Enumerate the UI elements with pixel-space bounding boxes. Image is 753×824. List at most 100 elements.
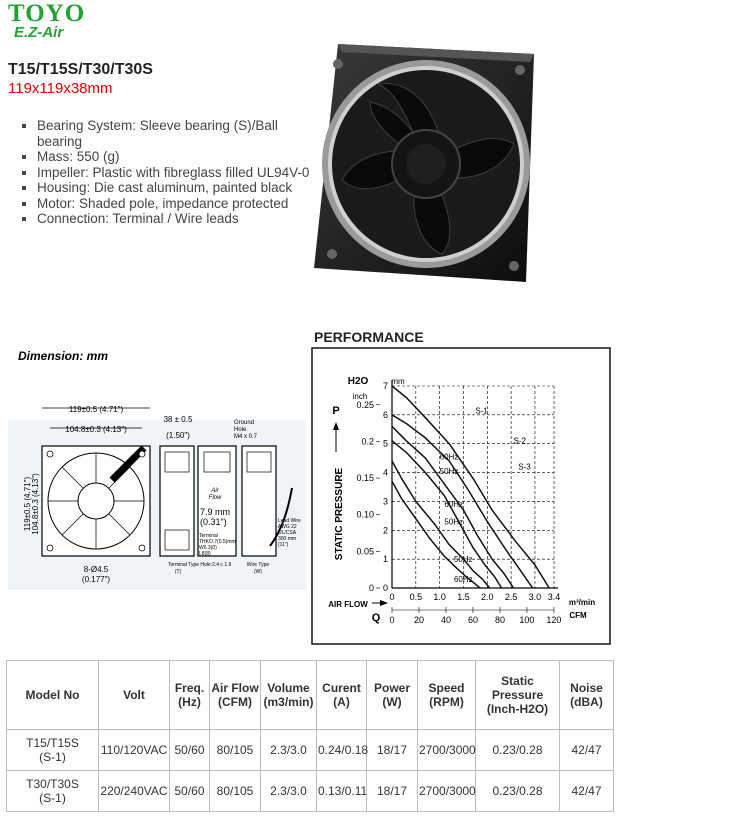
- cfm-tick-label: 120: [546, 615, 561, 625]
- dim-width-inner: 104.8±0.3 (4.13"): [65, 425, 127, 434]
- y-axis-label: STATIC PRESSURE: [334, 467, 345, 560]
- series-line: [391, 440, 503, 589]
- y-mm-tick-label: 5: [383, 439, 388, 449]
- chart-annotation: 50Hz: [454, 555, 473, 564]
- table-cell: 110/120VAC: [98, 729, 170, 771]
- y-inch-tick-label: 0: [369, 583, 374, 593]
- lead-wire-3: UL/CSA: [278, 530, 297, 536]
- y-inch-tick-label: 0.05: [356, 546, 374, 556]
- series-line: [391, 460, 491, 589]
- chart-annotation: 50Hz: [440, 467, 459, 476]
- table-cell: 2700/3000: [417, 770, 476, 812]
- x-tick-label: 1.0: [433, 592, 446, 602]
- product-size: 119x119x38mm: [8, 80, 113, 97]
- header-current: Curent(A): [316, 660, 367, 730]
- lead-wire-5: (11"): [278, 542, 289, 548]
- table-cell: 80/105: [209, 729, 261, 771]
- performance-chart: PERFORMANCE H2O mm inch P STATIC PRESSUR…: [311, 329, 611, 645]
- header-volume: Volume(m3/min): [260, 660, 317, 730]
- ground-hole-3: M4 x 0.7: [234, 434, 258, 440]
- y-unit-top: H2O: [348, 376, 369, 387]
- table-cell: 18/17: [366, 770, 418, 812]
- dim-depth: 38 ± 0.5: [164, 415, 193, 424]
- y-inch-tick-label: 0.15: [356, 473, 374, 483]
- dim-width-outer: 119±0.5 (4.71"): [69, 405, 124, 414]
- series-line: [391, 425, 515, 589]
- cfm-tick-label: 80: [495, 615, 505, 625]
- terminal-spec-2: THKO.7(0.5)mm: [199, 539, 236, 545]
- y-unit-inch: inch: [353, 392, 368, 401]
- dim-depth-in: (1.50"): [166, 431, 190, 440]
- lead-wire-4: 300 mm: [278, 536, 296, 542]
- terminal-spec-4: L8(8): [199, 551, 211, 557]
- table-cell: 0.24/0.18: [316, 729, 368, 771]
- series-line: [391, 480, 481, 589]
- table-cell: 50/60: [169, 770, 210, 812]
- terminal-type-code: (T): [175, 569, 182, 575]
- lead-wire-1: Lead Wire: [278, 518, 301, 524]
- header-freq: Freq.(Hz): [169, 660, 210, 730]
- table-cell: T30/T30S(S-1): [6, 770, 99, 812]
- brand-logo: TOYO E.Z-Air: [8, 0, 100, 41]
- table-row: T30/T30S(S-1) 220/240VAC 50/60 80/105 2.…: [6, 770, 614, 812]
- table-header-row: Model No Volt Freq.(Hz) Air Flow(CFM) Vo…: [6, 660, 614, 730]
- table-cell: 80/105: [209, 770, 261, 812]
- series-line: [391, 414, 534, 589]
- series-line: [391, 385, 550, 589]
- brand-line: E.Z-Air: [14, 24, 64, 41]
- chart-annotation: 50Hz: [444, 518, 463, 527]
- terminal-spec-3: W6.3(0): [199, 545, 217, 551]
- y-inch-tick-label: 0.25: [356, 400, 374, 410]
- x-tick-label: 2.0: [481, 592, 494, 602]
- spec-item: Bearing System: Sleeve bearing (S)/Ball …: [22, 118, 312, 149]
- table-cell: 2.3/3.0: [260, 770, 317, 812]
- y-mm-tick-label: 1: [383, 554, 388, 564]
- x-unit-cfm: CFM: [569, 611, 587, 620]
- dim-holes-in: (0.177"): [82, 575, 111, 584]
- spec-item: Mass: 550 (g): [22, 149, 312, 165]
- cfm-tick-label: 60: [468, 615, 478, 625]
- table-cell: 42/47: [559, 729, 614, 771]
- y-mm-tick-label: 4: [383, 468, 388, 478]
- table-cell: T15/T15S(S-1): [6, 729, 99, 771]
- terminal-type: Terminal Type Hole:2.4 c 1.9: [168, 562, 231, 568]
- chart-annotation: S-1: [475, 406, 488, 415]
- air-flow-1: Air: [210, 488, 219, 494]
- y-mm-tick-label: 6: [383, 410, 388, 420]
- header-speed: Speed(RPM): [417, 660, 476, 730]
- air-flow-2: Flow: [209, 495, 222, 501]
- spec-item: Connection: Terminal / Wire leads: [22, 211, 312, 227]
- spec-table: Model No Volt Freq.(Hz) Air Flow(CFM) Vo…: [6, 660, 614, 812]
- cfm-tick-label: 20: [414, 615, 424, 625]
- ground-hole-2: Hole: [234, 427, 247, 433]
- table-cell: 50/60: [169, 729, 210, 771]
- table-cell: 18/17: [366, 729, 418, 771]
- header-power: Power(W): [366, 660, 418, 730]
- dimension-heading: Dimension: mm: [18, 349, 108, 363]
- y-unit-mm: mm: [391, 377, 405, 386]
- y-inch-tick-label: 0.10: [356, 510, 374, 520]
- chart-title: PERFORMANCE: [314, 329, 424, 345]
- wire-type: Wire Type: [247, 562, 270, 568]
- table-cell: 42/47: [559, 770, 614, 812]
- spec-item: Impeller: Plastic with fibreglass filled…: [22, 165, 312, 181]
- x-tick-label: 0: [389, 592, 394, 602]
- header-airflow: Air Flow(CFM): [209, 660, 261, 730]
- chart-annotation: 60Hz: [454, 575, 473, 584]
- table-row: T15/T15S(S-1) 110/120VAC 50/60 80/105 2.…: [6, 729, 614, 771]
- cfm-tick-label: 0: [389, 615, 394, 625]
- table-cell: 0.13/0.11: [316, 770, 367, 812]
- table-cell: 0.23/0.28: [475, 729, 560, 771]
- y-symbol: P: [332, 405, 339, 417]
- ground-hole-1: Ground: [234, 420, 254, 426]
- x-tick-label: 3.4: [548, 592, 561, 602]
- brand-name: TOYO: [8, 0, 86, 27]
- spec-item: Housing: Die cast aluminum, painted blac…: [22, 180, 312, 196]
- x-tick-label: 0.5: [410, 592, 423, 602]
- y-mm-tick-label: 7: [383, 381, 388, 391]
- cfm-tick-label: 40: [441, 615, 451, 625]
- x-axis-label: AIR FLOW: [328, 600, 368, 609]
- product-models: T15/T15S/T30/T30S: [8, 61, 153, 78]
